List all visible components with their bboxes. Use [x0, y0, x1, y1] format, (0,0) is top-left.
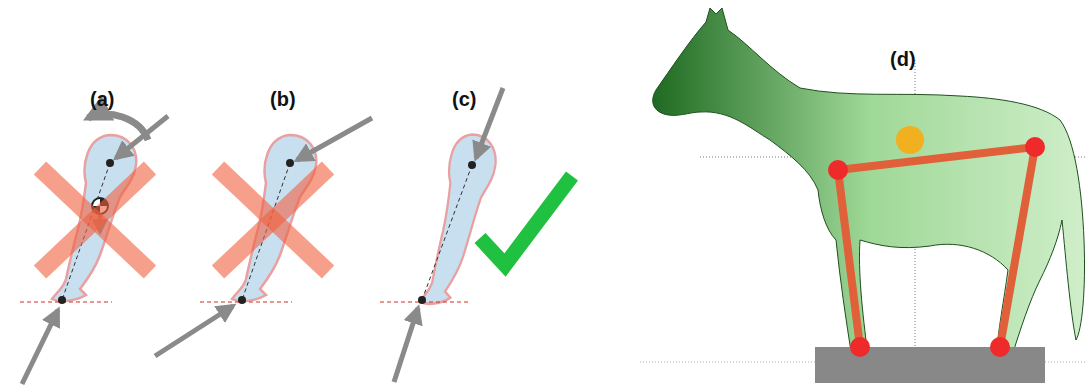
panel-label: (c)	[452, 88, 476, 111]
panel-label: (a)	[90, 88, 114, 111]
horse-silhouette	[653, 8, 1085, 358]
leg-shape	[420, 134, 496, 303]
panel-label: (d)	[890, 48, 916, 71]
panel-label: (b)	[270, 88, 296, 111]
